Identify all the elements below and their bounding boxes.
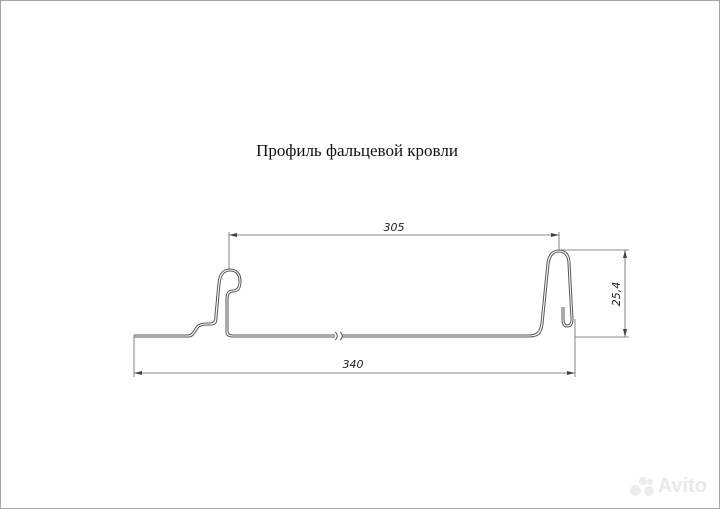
- title-text: Профиль фальцевой кровли: [256, 141, 458, 160]
- dimension-340: [133, 319, 576, 377]
- dimension-305: [228, 232, 560, 269]
- profile-outline: [134, 249, 574, 341]
- dimension-305-label: 305: [384, 221, 405, 234]
- avito-dots-icon: [629, 476, 656, 498]
- watermark-text: Avito: [657, 475, 707, 497]
- dimension-25-4-label: 25,4: [610, 282, 623, 307]
- drawing-title: Профиль фальцевой кровли: [1, 141, 719, 161]
- dimension-25-4: [561, 249, 629, 338]
- dimension-340-label: 340: [343, 358, 364, 371]
- avito-watermark: Avito: [629, 475, 707, 498]
